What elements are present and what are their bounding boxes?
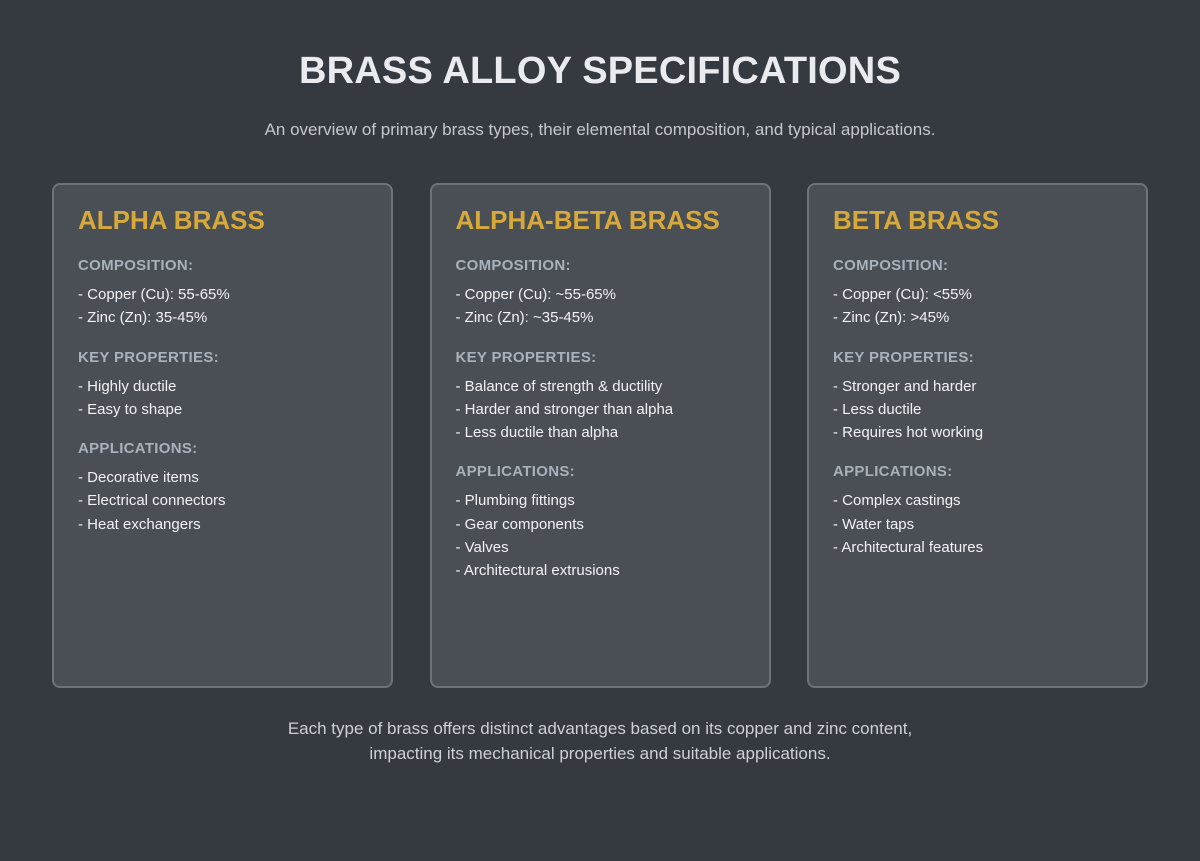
properties-label: KEY PROPERTIES: bbox=[455, 348, 597, 366]
list-item: - Zinc (Zn): 35-45% bbox=[78, 309, 208, 327]
list-item: - Balance of strength & ductility bbox=[455, 377, 663, 395]
list-item: - Copper (Cu): <55% bbox=[833, 286, 972, 303]
applications-list: - Complex castings - Water taps - Archit… bbox=[833, 489, 1122, 559]
footer-line: impacting its mechanical properties and … bbox=[369, 743, 831, 763]
properties-label: KEY PROPERTIES: bbox=[78, 348, 219, 366]
properties-list: - Highly ductile - Easy to shape bbox=[78, 375, 367, 422]
list-item: - Copper (Cu): 55-65% bbox=[78, 286, 230, 303]
applications-label: APPLICATIONS: bbox=[78, 440, 198, 458]
applications-list: - Decorative items - Electrical connecto… bbox=[78, 466, 367, 536]
list-item: - Plumbing fittings bbox=[455, 492, 575, 510]
list-item: - Stronger and harder bbox=[833, 377, 977, 395]
composition-label: COMPOSITION: bbox=[78, 257, 194, 274]
list-item: - Copper (Cu): ~55-65% bbox=[455, 286, 617, 303]
card-alpha-beta-brass: ALPHA-BETA BRASS COMPOSITION: - Copper (… bbox=[429, 183, 771, 688]
list-item: - Valves bbox=[455, 539, 509, 557]
list-item: - Harder and stronger than alpha bbox=[455, 400, 674, 418]
footer-note: Each type of brass offers distinct advan… bbox=[0, 717, 1200, 766]
applications-label: APPLICATIONS: bbox=[455, 463, 575, 481]
list-item: - Highly ductile bbox=[78, 377, 177, 395]
list-item: - Less ductile than alpha bbox=[455, 424, 619, 442]
page-subtitle: An overview of primary brass types, thei… bbox=[264, 120, 936, 139]
card-title: ALPHA BRASS bbox=[78, 205, 265, 235]
composition-label: COMPOSITION: bbox=[455, 257, 571, 274]
list-item: - Water taps bbox=[833, 515, 915, 533]
card-title: ALPHA-BETA BRASS bbox=[455, 205, 720, 235]
cards-container: ALPHA BRASS COMPOSITION: - Copper (Cu): … bbox=[52, 183, 1148, 688]
applications-label: APPLICATIONS: bbox=[833, 463, 953, 481]
composition-list: - Copper (Cu): <55% - Zinc (Zn): >45% bbox=[833, 283, 1122, 330]
properties-list: - Balance of strength & ductility - Hard… bbox=[456, 375, 745, 445]
properties-label: KEY PROPERTIES: bbox=[833, 348, 974, 366]
list-item: - Zinc (Zn): >45% bbox=[833, 309, 950, 327]
list-item: - Electrical connectors bbox=[78, 492, 226, 510]
card-alpha-brass: ALPHA BRASS COMPOSITION: - Copper (Cu): … bbox=[52, 183, 393, 688]
list-item: - Architectural features bbox=[833, 539, 984, 557]
list-item: - Complex castings bbox=[833, 492, 961, 510]
list-item: - Architectural extrusions bbox=[455, 562, 620, 580]
list-item: - Easy to shape bbox=[78, 400, 183, 418]
list-item: - Less ductile bbox=[833, 400, 922, 418]
properties-list: - Stronger and harder - Less ductile - R… bbox=[833, 375, 1122, 445]
list-item: - Gear components bbox=[455, 515, 584, 533]
footer-line: Each type of brass offers distinct advan… bbox=[287, 719, 913, 738]
card-beta-brass: BETA BRASS COMPOSITION: - Copper (Cu): <… bbox=[807, 183, 1148, 688]
composition-label: COMPOSITION: bbox=[833, 257, 949, 274]
applications-list: - Plumbing fittings - Gear components - … bbox=[456, 489, 745, 582]
list-item: - Heat exchangers bbox=[78, 515, 201, 533]
page-title: BRASS ALLOY SPECIFICATIONS bbox=[299, 50, 901, 92]
card-title: BETA BRASS bbox=[833, 205, 1000, 235]
list-item: - Requires hot working bbox=[833, 424, 984, 442]
list-item: - Decorative items bbox=[78, 469, 199, 487]
composition-list: - Copper (Cu): 55-65% - Zinc (Zn): 35-45… bbox=[78, 283, 367, 330]
list-item: - Zinc (Zn): ~35-45% bbox=[455, 309, 594, 327]
composition-list: - Copper (Cu): ~55-65% - Zinc (Zn): ~35-… bbox=[456, 283, 745, 330]
